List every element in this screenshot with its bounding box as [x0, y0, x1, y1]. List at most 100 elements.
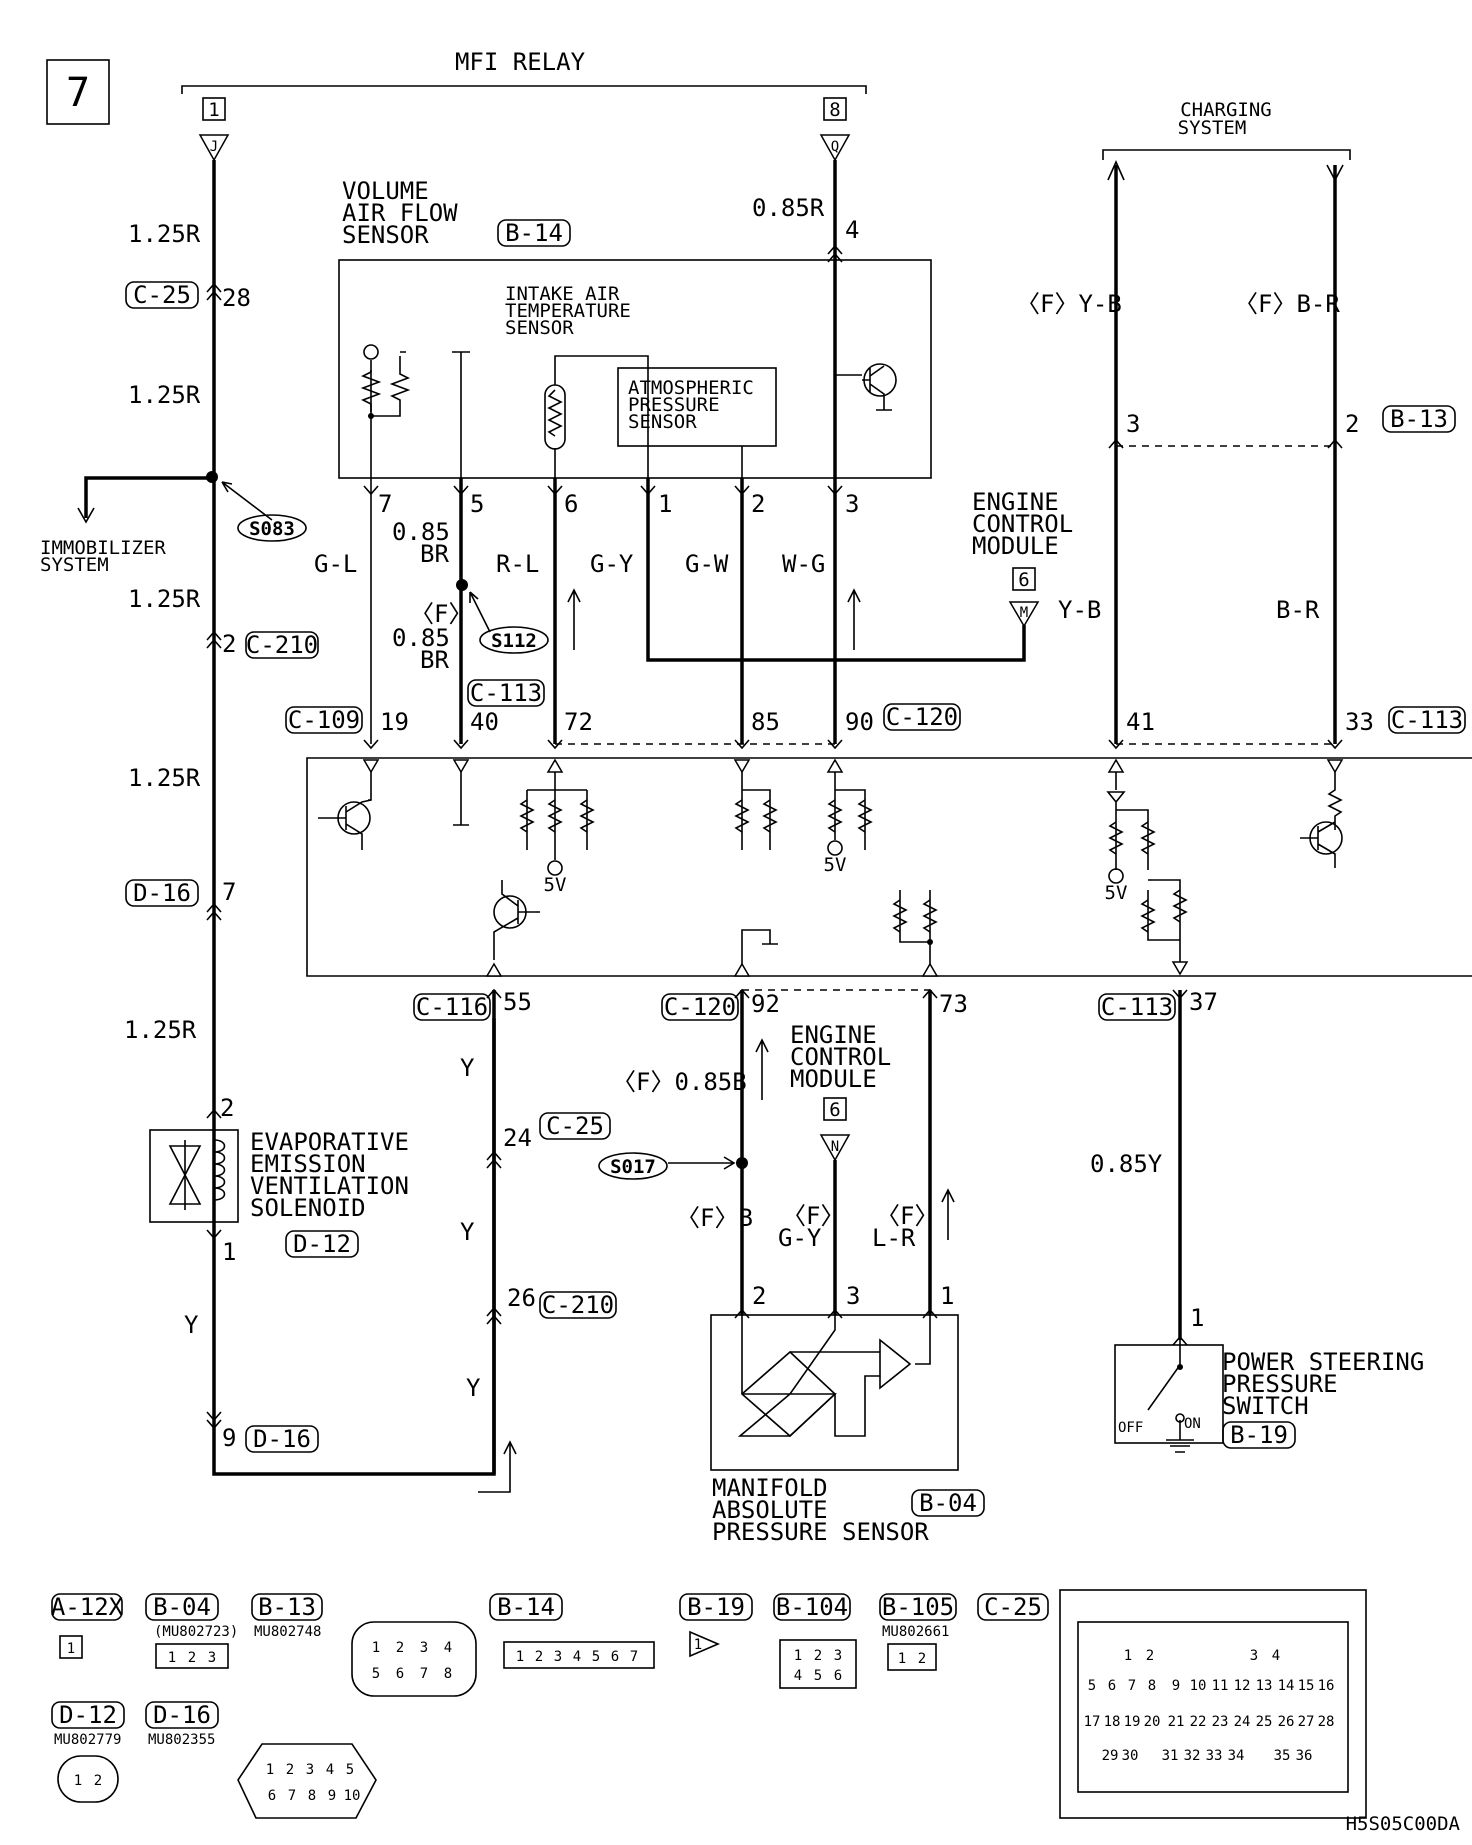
vafs-label-line1: VOLUME [342, 177, 429, 205]
ecm-pin37-terminal [1171, 961, 1189, 976]
ecm-box-m-number: 6 [1018, 569, 1029, 591]
wire-g-y-to-ecm [646, 478, 1026, 662]
legend-b13-pin1: 1 [372, 1640, 380, 1656]
legend-b105-label: B-105 [882, 1593, 954, 1621]
conn-d16-bottom: D-16 [253, 1425, 311, 1453]
ecm-label-bottom-line3: MODULE [790, 1065, 877, 1093]
ecm-pin90-source [827, 840, 843, 856]
ecm-pin92-ground [741, 929, 778, 964]
pin-1-b04: 1 [940, 1282, 954, 1310]
legend-b04-shape [155, 1643, 229, 1669]
conn-c113-a: C-113 [470, 679, 542, 707]
ecm-pin19-internal [368, 772, 372, 801]
charging-system-line2: SYSTEM [1178, 117, 1247, 139]
legend-c25-pin: 1 [1124, 1648, 1132, 1664]
legend-c25-pin: 4 [1272, 1648, 1280, 1664]
conn-d12-box [285, 1230, 359, 1258]
conn-b13-box [1382, 405, 1456, 433]
map-label-line2: ABSOLUTE [712, 1496, 828, 1524]
ecm-terminal-m [1008, 601, 1040, 628]
conn-d12: D-12 [293, 1230, 351, 1258]
legend-c25-label: C-25 [984, 1593, 1042, 1621]
legend-d16-pin9: 9 [328, 1788, 336, 1804]
legend-d12-pin2: 2 [94, 1773, 102, 1789]
pin-1-evap: 1 [222, 1238, 236, 1266]
splice-s112-ellipse [479, 626, 549, 654]
legend-b14-box [489, 1593, 563, 1621]
splice-s083-dot [206, 471, 218, 483]
legend-b105-part: MU802661 [882, 1624, 949, 1640]
legend-c25-pin: 30 [1122, 1748, 1139, 1764]
vafs-box [338, 259, 932, 479]
arrow-d16-7 [206, 902, 222, 921]
legend-b104-pin4: 4 [794, 1668, 802, 1684]
relay-pin1-box [202, 97, 226, 121]
legend-b104-box [773, 1593, 851, 1621]
evap-valve-symbol [168, 1145, 202, 1205]
legend-b13-pin5: 5 [372, 1666, 380, 1682]
legend-b13-shape [351, 1621, 477, 1697]
vafs-pin7-node [368, 413, 374, 419]
wire-label-y-1: Y [460, 1054, 475, 1082]
vafs-label-line3: SENSOR [342, 221, 429, 249]
wire-label-gl: G-L [314, 550, 357, 578]
wire-label-125r-1: 1.25R [128, 220, 201, 248]
legend-c25-pin: 31 [1162, 1748, 1179, 1764]
conn-c210-box-top [245, 631, 319, 659]
ecm-pin40-terminal [452, 759, 470, 774]
vafs-pin7-source [363, 344, 379, 360]
legend-c25-pin: 5 [1088, 1678, 1096, 1694]
legend-d12-label: D-12 [59, 1701, 117, 1729]
connector-labels: C-25 C-210 D-16 D-12 D-16 B-14 C-109 C-1… [125, 219, 1466, 1517]
conn-c116: C-116 [416, 993, 488, 1021]
iat-label-line1: INTAKE AIR [505, 283, 620, 305]
ecm-pin41-source [1108, 868, 1124, 884]
immobilizer-arrow [77, 507, 95, 524]
ecm-label-top-line2: CONTROL [972, 510, 1073, 538]
legend-c25-pin: 17 [1084, 1714, 1101, 1730]
legend-c25-pin: 33 [1206, 1748, 1223, 1764]
wire-label-085y: 0.85Y [1090, 1150, 1163, 1178]
conn-c113-b: C-113 [1391, 706, 1463, 734]
legend-b104-pin6: 6 [834, 1668, 842, 1684]
wire-label-125r-5: 1.25R [124, 1016, 197, 1044]
ecm-pin73-resistors [892, 899, 938, 933]
vafs-transistor-legs [862, 365, 892, 411]
ps-switch-on-contact [1175, 1413, 1185, 1423]
iat-label-line3: SENSOR [505, 317, 574, 339]
wire-label-f085br-line3: BR [420, 646, 449, 674]
immobilizer-branch-wire [84, 476, 214, 518]
legend-d16-box [145, 1701, 219, 1729]
legend-c25-pin: 25 [1256, 1714, 1273, 1730]
ecm-pin55-terminal [485, 962, 503, 977]
ecm-pin90-resistors [827, 799, 873, 833]
splice-s017-ellipse [598, 1152, 668, 1180]
vafs-label-line2: AIR FLOW [342, 199, 458, 227]
arrow-c25-24 [486, 1150, 502, 1169]
legend-b13-pin4: 4 [444, 1640, 452, 1656]
legend-a12x-shape [59, 1635, 83, 1659]
conn-c120-box-top [883, 703, 961, 731]
pin-37: 37 [1189, 988, 1218, 1016]
charging-arrow-left [1107, 160, 1125, 181]
atm-label-line3: SENSOR [628, 411, 697, 433]
legend-a12x-pin: 1 [67, 1641, 75, 1657]
ecm-pin41-internal [1106, 772, 1149, 870]
ecm-pin19-terminal [362, 759, 380, 774]
legend-b14-shape [503, 1641, 655, 1669]
wire-label-y-4: Y [184, 1311, 199, 1339]
conn-c113-box-a [467, 679, 545, 707]
conn-c210-box-bottom [539, 1291, 617, 1319]
legend-a12x-box [51, 1593, 123, 1621]
splice-s112-pointer [469, 591, 491, 633]
wire-label-085-line2: BR [420, 540, 449, 568]
pin-9-d16: 9 [222, 1424, 236, 1452]
ecm-pin72-terminal [546, 758, 564, 773]
ps-on-label: ON [1184, 1416, 1201, 1432]
ecm-pin90-5v: 5V [824, 854, 847, 876]
ecm-pin72-resistor-network [526, 772, 588, 860]
arrow-evap-1 [206, 1229, 222, 1240]
conn-b14-box [497, 219, 571, 247]
conn-c210-bottom: C-210 [542, 1291, 614, 1319]
